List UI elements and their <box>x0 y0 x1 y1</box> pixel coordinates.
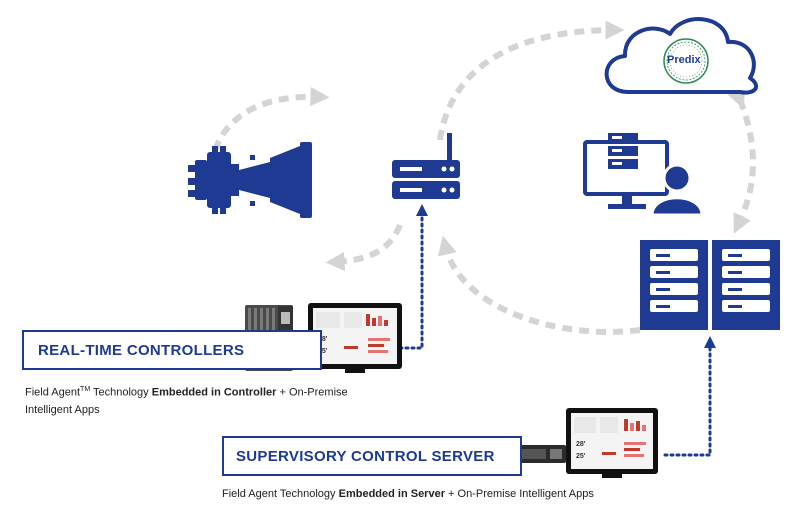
server-caption-bold: Embedded in Server <box>338 488 445 500</box>
trademark-mark: TM <box>80 386 91 393</box>
label-accent-bar <box>222 436 224 476</box>
arrow-racks-to-gateway <box>437 235 641 335</box>
supervisory-control-server-title: SUPERVISORY CONTROL SERVER <box>236 447 495 465</box>
connector-controllers-to-gateway <box>398 204 428 350</box>
server-screen-value-2: 25' <box>576 453 586 460</box>
arrow-gateway-to-turbine <box>325 223 403 272</box>
server-caption: Field Agent Technology Embedded in Serve… <box>222 486 642 503</box>
operator-workstation-icon <box>583 133 704 217</box>
turbine-icon <box>188 142 312 218</box>
server-screen-value-1: 28' <box>576 441 586 448</box>
server-racks-icon <box>640 240 780 330</box>
controllers-caption-part-c: + On-Premise <box>276 386 348 399</box>
controllers-caption: Field AgentTM Technology Embedded in Con… <box>25 381 385 419</box>
controllers-caption-part-b: Technology <box>90 386 152 399</box>
controllers-caption-bold: Embedded in Controller <box>151 386 277 399</box>
server-monitor-image <box>566 408 658 478</box>
controller-screen-value-1: 28' <box>318 336 328 343</box>
arrow-cloud-to-racks <box>727 87 756 234</box>
predix-cloud-icon <box>604 17 759 95</box>
label-accent-bar <box>22 330 24 370</box>
connector-server-to-racks <box>663 336 716 457</box>
controllers-caption-part-a: Field Agent <box>25 386 81 399</box>
supervisory-control-server-label-box: SUPERVISORY CONTROL SERVER <box>222 436 522 476</box>
controllers-caption-line2: Intelligent Apps <box>25 403 100 416</box>
blue-dotted-connectors <box>398 204 716 457</box>
controller-screen-value-2: 25' <box>318 348 328 355</box>
arrow-gateway-to-cloud <box>437 20 625 141</box>
server-caption-part-b: + On-Premise Intelligent Apps <box>444 488 594 500</box>
gateway-router-icon <box>392 133 460 199</box>
real-time-controllers-label-box: REAL-TIME CONTROLLERS <box>22 330 322 370</box>
gray-flow-arrows <box>212 20 756 335</box>
predix-logo-label: Predix <box>667 54 701 66</box>
server-caption-part-a: Field Agent Technology <box>222 488 339 500</box>
controller-monitor-image <box>308 303 402 373</box>
real-time-controllers-title: REAL-TIME CONTROLLERS <box>38 341 245 359</box>
arrow-turbine-to-gateway <box>212 87 330 152</box>
